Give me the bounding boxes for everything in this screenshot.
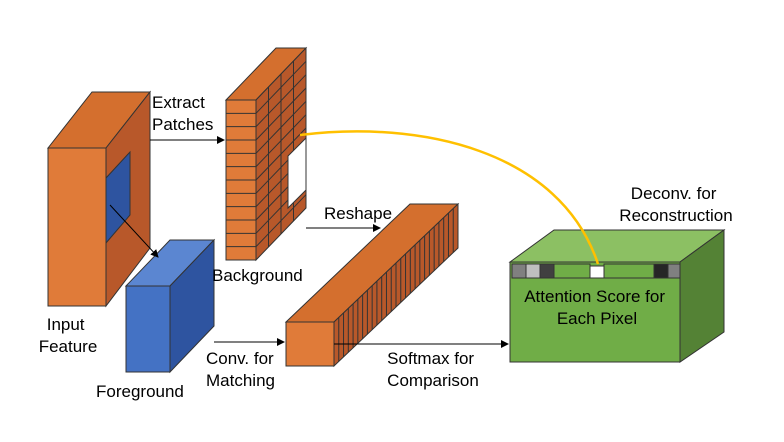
- arrow-foreground: [109, 204, 159, 258]
- extract-patches-label: Extract Patches: [152, 93, 213, 134]
- input-feature-block: [46, 90, 152, 308]
- reshape-label: Reshape: [324, 204, 392, 223]
- output-block: [508, 229, 726, 363]
- background-patches: [224, 46, 308, 262]
- attention-curve: [299, 130, 600, 265]
- reshaped-stack: [284, 202, 460, 368]
- background-hole: [287, 136, 307, 210]
- foreground-label: Foreground: [96, 382, 184, 401]
- softmax-comparison-label: Softmax for Comparison: [387, 349, 479, 390]
- attention-score-label: Attention Score for Each Pixel: [524, 287, 670, 328]
- conv-matching-label: Conv. for Matching: [206, 349, 278, 390]
- foreground-block: [124, 238, 216, 374]
- deconv-reconstruction-label: Deconv. for Reconstruction: [619, 184, 732, 225]
- background-label: Background: [212, 266, 303, 285]
- input-feature-label: Input Feature: [39, 315, 98, 356]
- arrows: [109, 136, 509, 348]
- attention-cells: [511, 263, 681, 279]
